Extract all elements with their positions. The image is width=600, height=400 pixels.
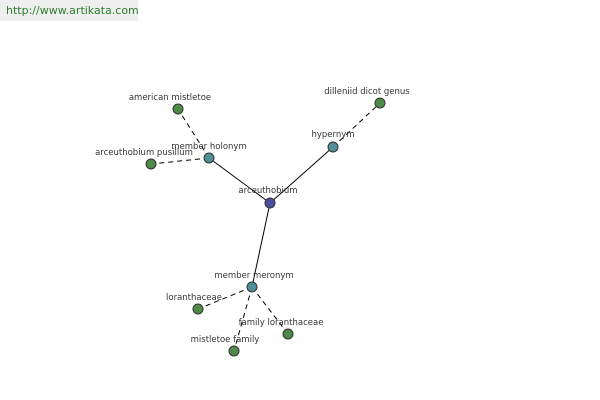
- node-dilleniid-dicot-genus[interactable]: [374, 97, 386, 109]
- node-arceuthobium[interactable]: [264, 197, 276, 209]
- edge-arceuthobium-to-member-holonym: [208, 157, 271, 204]
- edge-member-holonym-to-american-mistletoe: [177, 108, 210, 159]
- node-label-member-holonym: member holonym: [171, 142, 246, 152]
- edge-arceuthobium-to-hypernym: [269, 146, 334, 204]
- node-label-mistletoe-family: mistletoe family: [191, 335, 260, 345]
- node-label-family-loranthaceae: family loranthaceae: [239, 318, 324, 328]
- node-label-loranthaceae: loranthaceae: [166, 293, 222, 303]
- node-label-american-mistletoe: american mistletoe: [129, 93, 211, 103]
- labels-layer: arceuthobium hypernym member holonym member…: [95, 87, 410, 345]
- node-member-holonym[interactable]: [203, 152, 215, 164]
- node-loranthaceae[interactable]: [192, 303, 204, 315]
- site-url-link[interactable]: http://www.artikata.com: [0, 0, 139, 21]
- edge-member-holonym-to-arceuthobium-pusillum: [150, 157, 210, 165]
- edge-member-meronym-to-mistletoe-family: [233, 286, 253, 352]
- node-label-arceuthobium: arceuthobium: [238, 186, 297, 196]
- node-label-hypernym: hypernym: [311, 130, 354, 140]
- node-member-meronym[interactable]: [246, 281, 258, 293]
- node-label-member-meronym: member meronym: [214, 271, 293, 281]
- edge-arceuthobium-to-member-meronym: [251, 202, 271, 288]
- node-label-dilleniid-dicot-genus: dilleniid dicot genus: [324, 87, 410, 97]
- edges-layer: [150, 102, 381, 352]
- node-arceuthobium-pusillum[interactable]: [145, 158, 157, 170]
- edge-member-meronym-to-loranthaceae: [197, 286, 253, 310]
- edge-member-meronym-to-family-loranthaceae: [251, 286, 289, 335]
- node-label-arceuthobium-pusillum: arceuthobium pusillum: [95, 148, 193, 158]
- node-mistletoe-family[interactable]: [228, 345, 240, 357]
- edge-hypernym-to-dilleniid-dicot-genus: [332, 102, 381, 148]
- node-american-mistletoe[interactable]: [172, 103, 184, 115]
- nodes-layer: [145, 97, 386, 357]
- node-hypernym[interactable]: [327, 141, 339, 153]
- node-family-loranthaceae[interactable]: [282, 328, 294, 340]
